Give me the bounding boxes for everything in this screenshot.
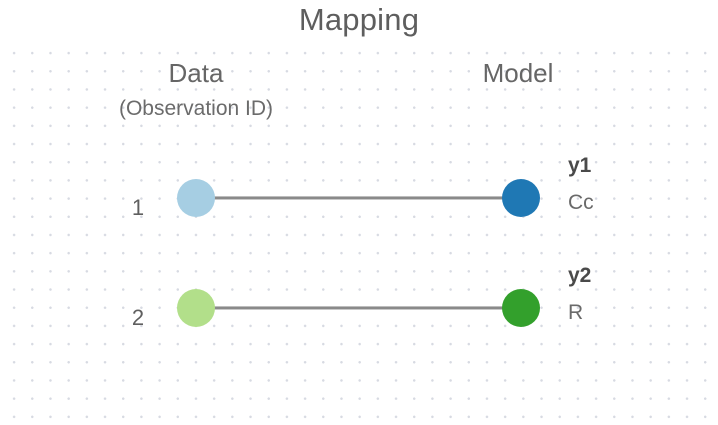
dot-grid-background <box>0 42 718 425</box>
page-title: Mapping <box>298 2 420 37</box>
model-node[interactable] <box>502 289 540 327</box>
column-header-data: Data <box>168 58 224 88</box>
model-parameter-label: R <box>568 301 584 324</box>
mapping-row[interactable]: 2 y2 R <box>0 257 718 367</box>
model-variable-label: y1 <box>568 154 592 177</box>
data-node[interactable] <box>177 289 215 327</box>
mapping-connector-line <box>196 306 521 310</box>
mapping-connector-line <box>196 196 521 200</box>
model-parameter-label: Cc <box>568 191 594 214</box>
model-node[interactable] <box>502 179 540 217</box>
mapping-row[interactable]: 1 y1 Cc <box>0 147 718 257</box>
data-node[interactable] <box>177 179 215 217</box>
column-subheader-observation-id: (Observation ID) <box>118 97 274 120</box>
observation-id-label: 2 <box>131 305 145 330</box>
observation-id-label: 1 <box>131 195 145 220</box>
model-variable-label: y2 <box>568 264 592 287</box>
column-header-model: Model <box>482 58 554 88</box>
